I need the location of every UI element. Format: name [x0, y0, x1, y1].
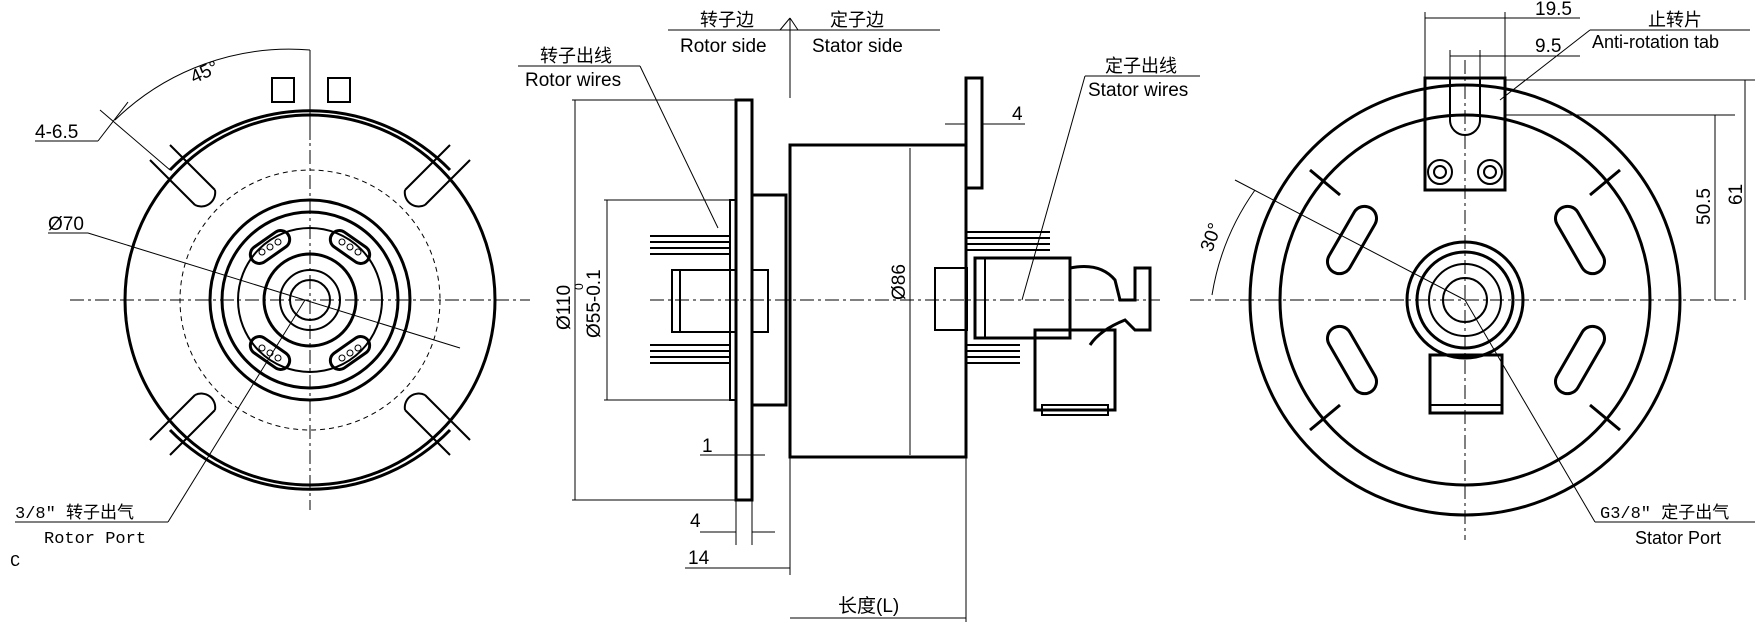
stator-wires-cn: 定子出线: [1105, 56, 1177, 76]
rotor-wire-bundle: [650, 235, 730, 364]
rotor-side-cn: 转子边: [700, 10, 754, 30]
dim-tab-outer: 19.5: [1535, 0, 1572, 20]
mounting-slot: [149, 144, 217, 208]
stator-wires-en: Stator wires: [1088, 80, 1188, 101]
dim-flange-outer: Ø110: [554, 285, 575, 330]
rotor-side-en: Rotor side: [680, 36, 767, 57]
rotor-wires-en: Rotor wires: [525, 70, 621, 91]
dim-tab-inner: 9.5: [1535, 36, 1561, 57]
right-port-cn: G3/8″ 定子出气: [1600, 503, 1729, 524]
left-view: 45° 4-6.5 Ø70 3/8″ 转子出气 Rotor Port C: [10, 48, 530, 572]
corner-mark: C: [10, 553, 20, 572]
dim-stator-tab: 4: [1012, 104, 1023, 125]
dim-spigot: Ø55-0.1: [584, 269, 605, 338]
connector-pad: [1326, 324, 1378, 396]
stator-side-cn: 定子边: [830, 10, 884, 30]
mounting-slot: [149, 392, 217, 456]
right-view: 19.5 9.5 止转片 Anti-rotation tab 50.5 61 3…: [1190, 0, 1755, 548]
stator-wire-bundle: [966, 231, 1050, 364]
dim-gap: 1: [702, 436, 713, 457]
left-pcd-label: Ø70: [48, 214, 84, 235]
left-port-en: Rotor Port: [44, 530, 146, 549]
left-slot-label: 4-6.5: [35, 122, 78, 143]
rotor-wires-cn: 转子出线: [540, 46, 612, 66]
stator-side-en: Stator side: [812, 36, 903, 57]
tab-cn: 止转片: [1648, 10, 1702, 30]
connector-pad: [328, 335, 372, 371]
connector-pad: [1554, 324, 1606, 396]
dim-flange-thick: 4: [690, 511, 701, 532]
dim-height-inner: 50.5: [1694, 188, 1715, 225]
mounting-slot: [403, 144, 471, 208]
left-port-cn: 3/8″ 转子出气: [15, 503, 134, 524]
connector-pad: [248, 229, 292, 265]
right-port-en: Stator Port: [1635, 528, 1721, 548]
left-angle-label: 45°: [187, 57, 222, 88]
dim-length: 长度(L): [838, 595, 899, 617]
connector-pad: [1554, 204, 1606, 276]
dim-body: Ø86: [889, 264, 910, 300]
dim-spigot-len: 14: [688, 548, 710, 569]
middle-view: 转子边 Rotor side 定子边 Stator side 转子出线 Roto…: [518, 10, 1200, 622]
connector-pad: [1326, 204, 1378, 276]
dim-height-outer: 61: [1726, 184, 1747, 205]
right-angle-label: 30°: [1197, 220, 1227, 254]
connector-pad: [328, 229, 372, 265]
dim-spigot-tol: 0: [572, 283, 586, 290]
tab-en: Anti-rotation tab: [1592, 32, 1719, 52]
mounting-slot: [403, 392, 471, 456]
